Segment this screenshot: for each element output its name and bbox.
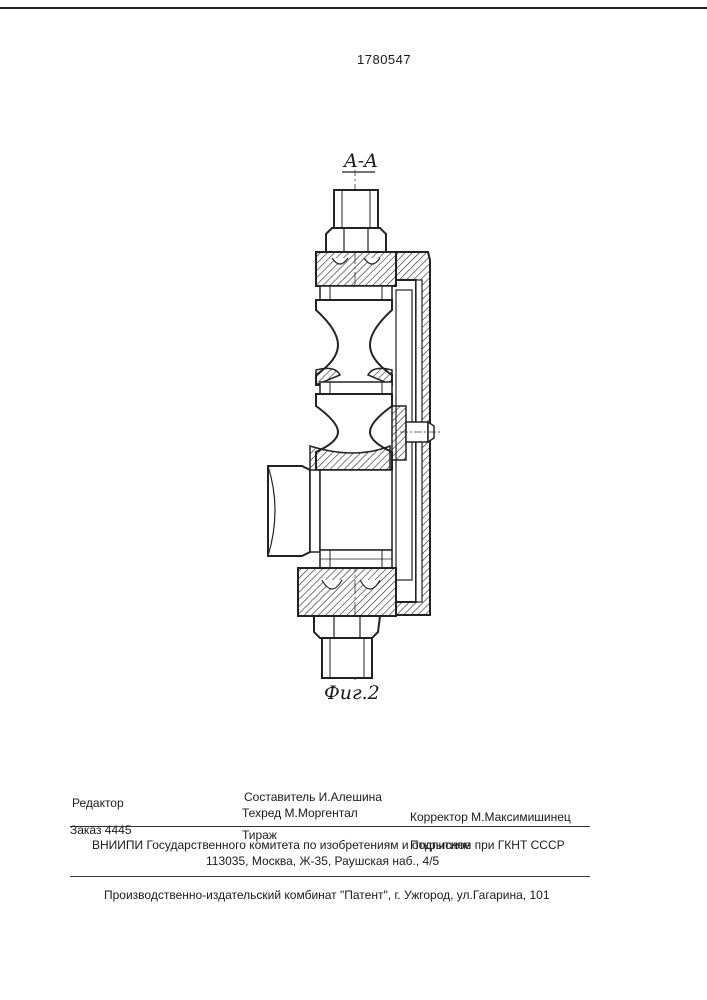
upper-roller [316,300,392,385]
corrector-label: Корректор М.Максимишинец [410,810,571,824]
imprint-rule-bottom [70,876,590,877]
editor-label: Редактор [72,796,124,810]
figure-label: Фиг.2 [324,682,380,704]
address-line: 113035, Москва, Ж-35, Раушская наб., 4/5 [206,854,439,868]
technical-drawing [240,170,460,680]
upper-bearing [320,286,392,300]
top-border-line [0,7,707,9]
order-number: Заказ 4445 [70,823,132,837]
bottom-nut [314,616,380,638]
techred-label: Техред М.Моргентал [242,806,358,820]
institute-line: ВНИИПИ Государственного комитета по изоб… [92,838,602,852]
top-nut [326,228,386,252]
lower-bearing [320,550,392,568]
bottom-shaft [322,638,372,678]
publisher-line: Производственно-издательский комбинат "П… [104,888,584,902]
middle-bearing [320,382,392,394]
compiler-label: Составитель И.Алешина [244,790,382,804]
patent-number: 1780547 [357,52,411,67]
top-housing [316,252,396,286]
bottom-housing [298,568,396,616]
lower-roller [310,394,392,482]
imprint-rule-top [70,826,590,827]
left-hub [268,466,320,556]
central-body [320,470,392,550]
section-label: A-A [344,150,378,172]
